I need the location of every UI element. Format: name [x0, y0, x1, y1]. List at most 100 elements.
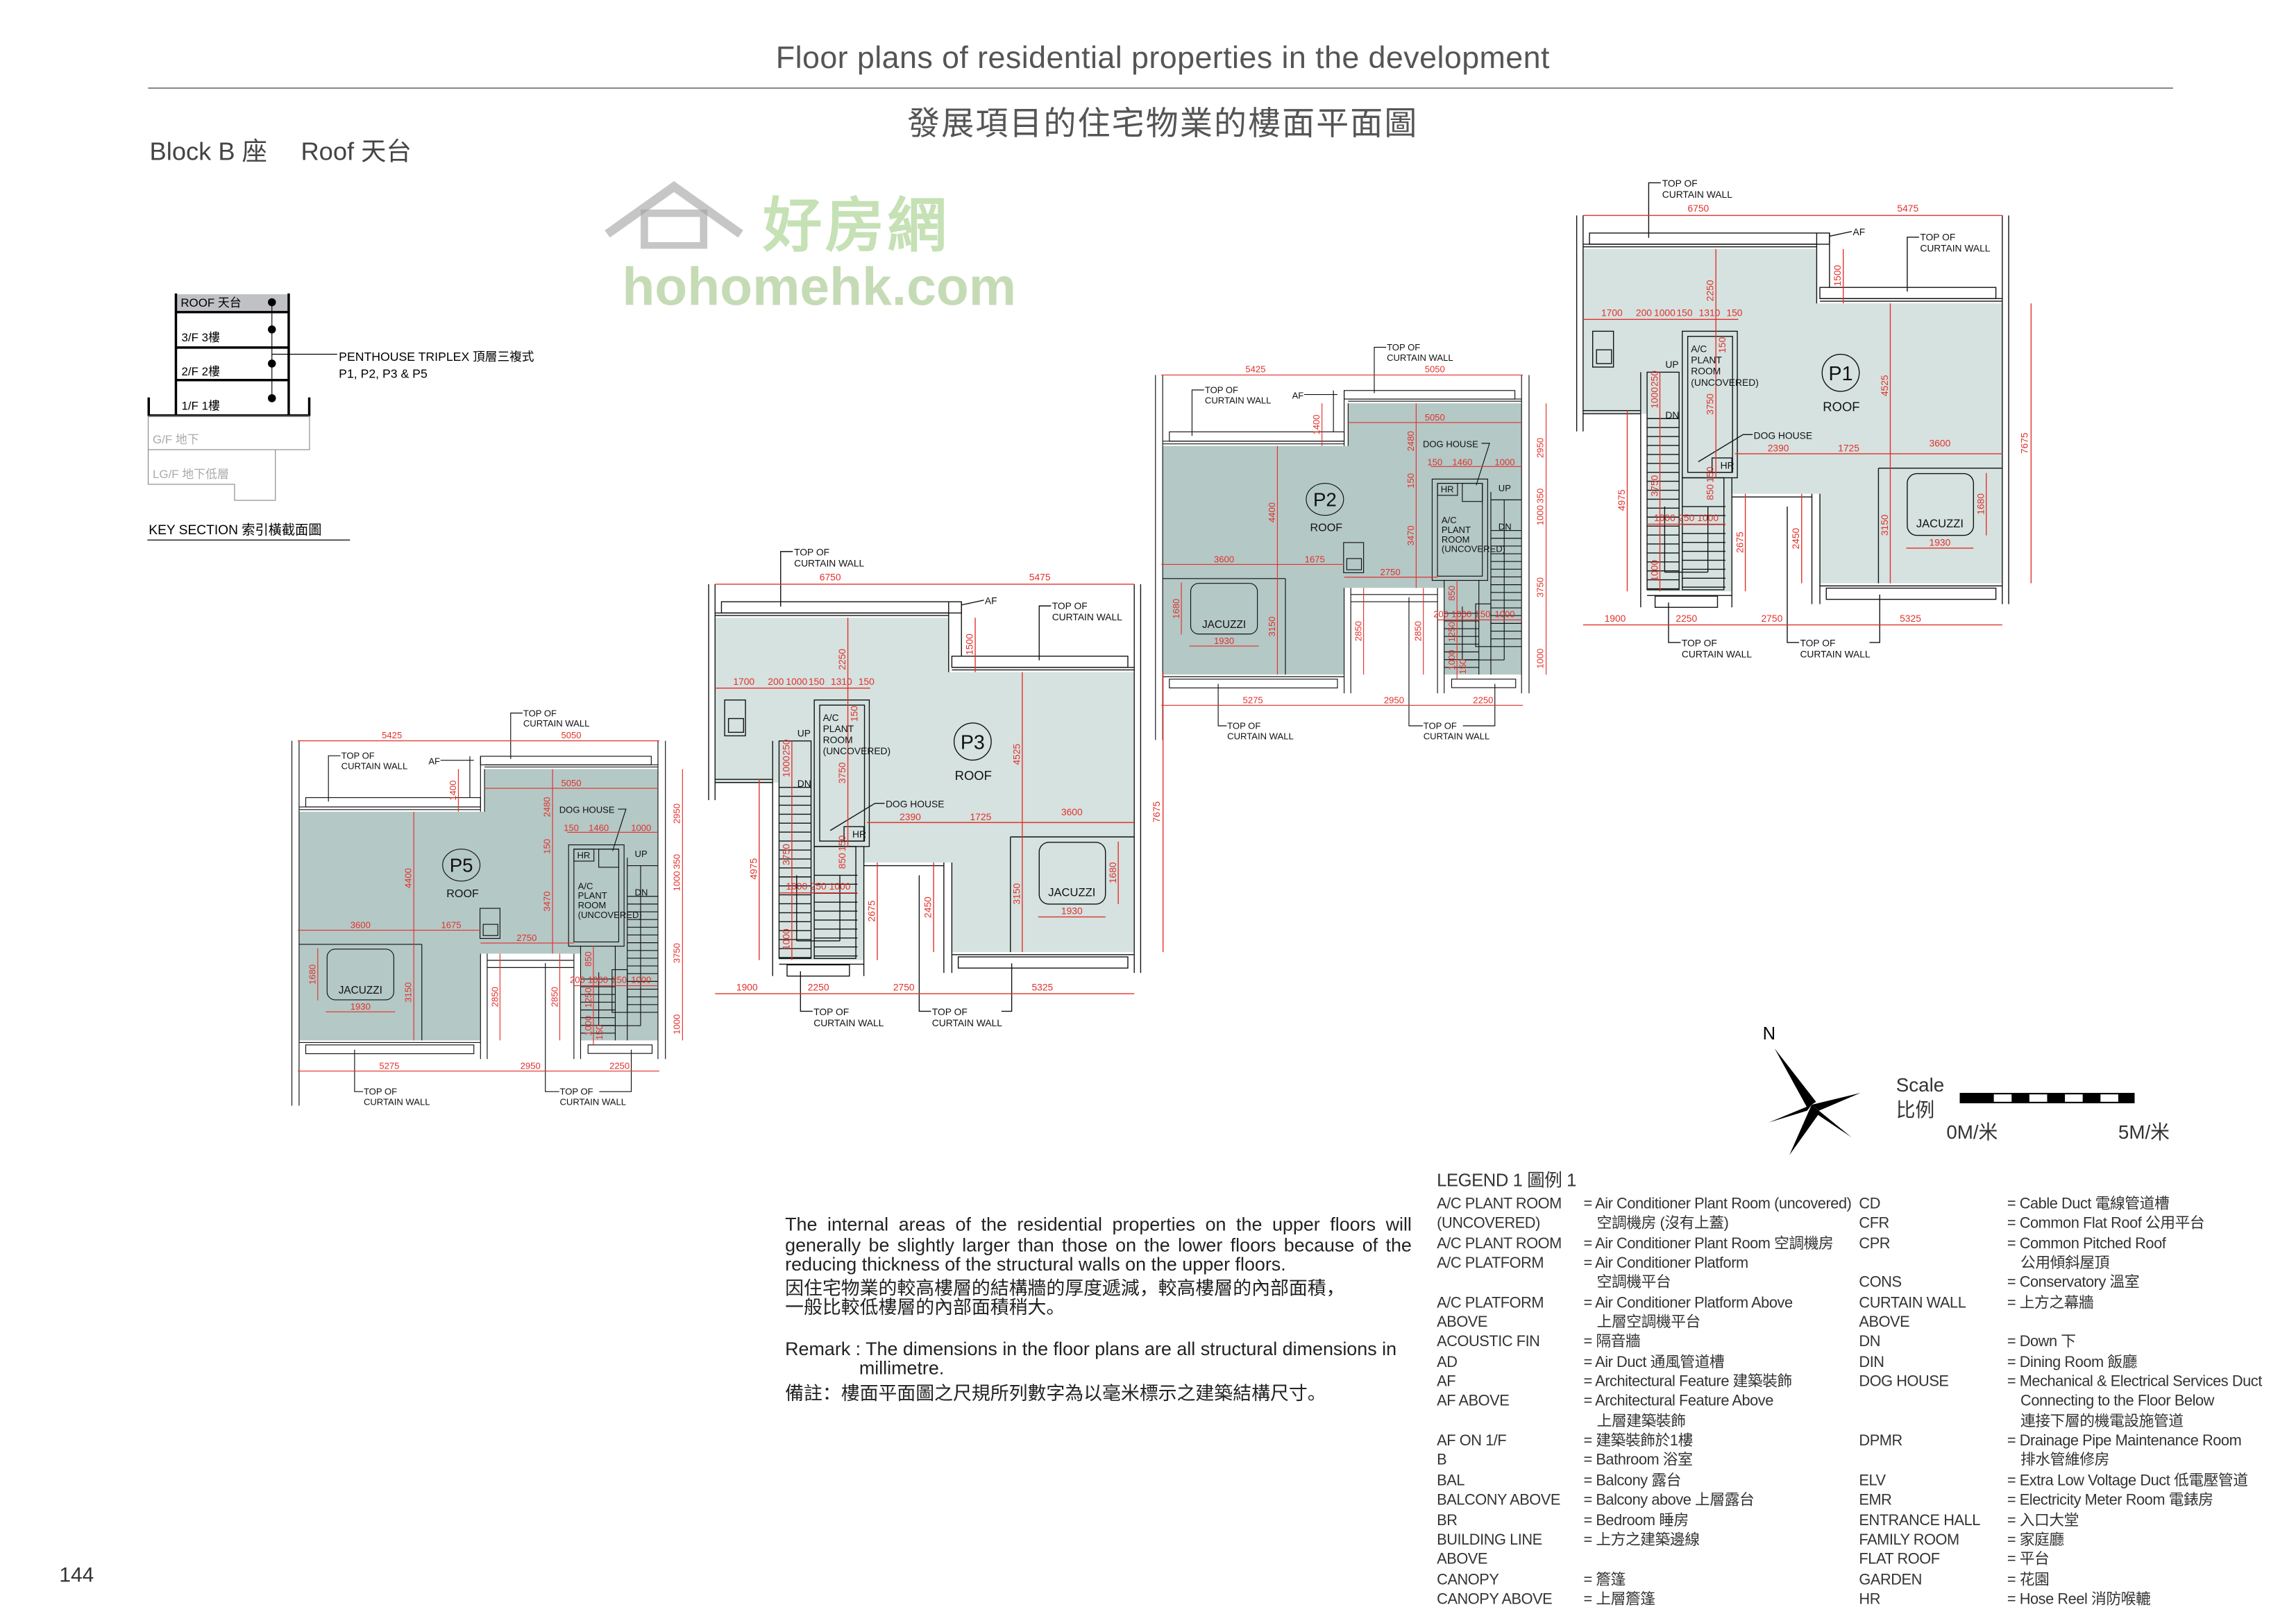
watermark-chinese: 好房網: [763, 194, 950, 260]
legend-definition-line: = Bathroom 浴室: [1583, 1453, 1693, 1470]
legend-abbr: CANOPY ABOVE: [1437, 1590, 1583, 1610]
legend-entry: FLAT ROOF= 平台: [1859, 1551, 2296, 1570]
legend-definition: = 簷篷: [1583, 1570, 1859, 1590]
ac-plant-room-label: ROOM: [823, 734, 853, 745]
block-floor-heading: Block B 座 Roof 天台: [150, 130, 439, 167]
dimension-label: 150: [1427, 457, 1442, 467]
top-of-curtain-wall-label: CURTAIN WALL: [1387, 352, 1453, 363]
legend-abbr-line: A/C PLANT ROOM: [1437, 1196, 1562, 1213]
leader-line: [918, 875, 931, 1012]
leader-line: [1374, 346, 1387, 393]
legend-entry: BALCONY ABOVE= Balcony above 上層露台: [1437, 1491, 1859, 1511]
legend-abbr: CFR: [1859, 1215, 2007, 1234]
structure-outline: [1592, 330, 1614, 368]
dimension-label: 2250: [836, 649, 847, 670]
dimension-label: 3750: [671, 943, 682, 963]
structure-outline: [1346, 558, 1362, 570]
top-of-curtain-wall-label: CURTAIN WALL: [1424, 731, 1490, 742]
structure-outline: [1431, 478, 1488, 581]
key-section: ROOF 天台 3/F 3樓 2/F 2樓 1/F 1樓 G/F 地下 LG/F…: [140, 277, 556, 551]
key-section-diagram: ROOF 天台 3/F 3樓 2/F 2樓 1/F 1樓 G/F 地下 LG/F…: [147, 293, 534, 541]
dimension-label: 3600: [1930, 437, 1951, 448]
structure-outline: [1687, 336, 1733, 473]
legend: LEGEND 1 圖例 1 A/C PLANT ROOM(UNCOVERED)=…: [1437, 1171, 2296, 1610]
legend-abbr-line: A/C PLANT ROOM: [1437, 1236, 1562, 1252]
legend-definition: = 上方之幕牆: [2007, 1294, 2296, 1334]
hose-reel-label: HR: [1721, 460, 1734, 471]
dimension-label: 4525: [1879, 375, 1890, 396]
area-label: ROOF: [955, 768, 992, 783]
legend-entry: CANOPY ABOVE= 上層簷篷: [1437, 1590, 1859, 1610]
unit-label: P5: [450, 855, 473, 876]
dimension-label: 1000: [1446, 650, 1457, 670]
legend-abbr: BUILDING LINE ABOVE: [1437, 1531, 1583, 1570]
legend-abbr-line: CURTAIN WALL ABOVE: [1859, 1295, 1966, 1332]
legend-definition: = Balcony 露台: [1583, 1472, 1859, 1491]
dog-house-label: DOG HOUSE: [559, 804, 615, 815]
dog-house-label: DOG HOUSE: [886, 799, 945, 810]
structure-outline: [568, 844, 625, 947]
dimension-label: 7675: [1151, 801, 1162, 822]
dimension-label: 5325: [1900, 613, 1921, 624]
dimension-label: 7675: [2019, 432, 2030, 454]
dimension-label: 1000: [786, 676, 807, 687]
dimension-label: 1000: [1535, 649, 1546, 669]
top-of-curtain-wall-label: TOP OF: [559, 1087, 593, 1097]
legend-abbr: CD: [1859, 1195, 2007, 1214]
top-of-curtain-wall-label: CURTAIN WALL: [1800, 649, 1870, 660]
dimension-label: 3750: [1535, 577, 1546, 597]
dimension-label: 2850: [489, 987, 500, 1007]
unit-badge-circle: [1306, 482, 1344, 516]
dimension-label: 1000: [588, 975, 608, 985]
leader-line: [1698, 434, 1753, 463]
dimension-label: 1930: [351, 1001, 371, 1012]
dimension-label: 3150: [403, 983, 414, 1003]
af-label: AF: [1853, 226, 1866, 237]
legend-definition-line: Connecting to the Floor Below: [2020, 1394, 2214, 1411]
structure-outline: [598, 849, 620, 868]
legend-abbr: GARDEN: [1859, 1570, 2007, 1590]
key-floor-lgf: LG/F 地下低層: [153, 468, 229, 481]
structure-outline: [482, 924, 498, 936]
legend-abbr-line: BUILDING LINE ABOVE: [1437, 1532, 1542, 1569]
dimension-label: 5475: [1897, 203, 1918, 214]
dimension-label: 2750: [1761, 613, 1782, 624]
dimension-label: 1680: [1107, 862, 1118, 883]
dimension-label: 5275: [1243, 695, 1263, 705]
area-label: ROOF: [1823, 400, 1859, 414]
leader-line: [1408, 597, 1423, 726]
dimension-label: 1680: [1171, 599, 1181, 619]
top-of-curtain-wall-label: TOP OF: [813, 1006, 849, 1017]
legend-entry: ACOUSTIC FIN= 隔音牆: [1437, 1334, 1859, 1353]
legend-entry: HR= Hose Reel 消防喉轆: [1859, 1590, 2296, 1610]
dimension-label: 1000: [1654, 512, 1675, 523]
dimension-label: 3470: [542, 892, 552, 912]
unit-label: P2: [1313, 489, 1337, 511]
legend-abbr-line: ENTRANCE HALL: [1859, 1513, 1980, 1529]
legend-abbr-line: AD: [1437, 1354, 1458, 1371]
dimension-remark-cont: millimetre.: [859, 1358, 945, 1379]
dimension-label: 200: [1433, 609, 1449, 620]
unit-label: P3: [961, 731, 985, 754]
dimension-label: 1500: [1832, 264, 1843, 286]
legend-abbr-line: DPMR: [1859, 1434, 1902, 1450]
dimension-label: 250: [611, 975, 627, 985]
dimension-label: 150: [594, 1025, 605, 1040]
dimension-label: 1460: [589, 823, 609, 833]
legend-entry: FAMILY ROOM= 家庭廳: [1859, 1531, 2296, 1550]
dimension-label: 150: [542, 839, 552, 854]
block-label: Block B 座: [149, 137, 267, 167]
dimension-label: 1500: [963, 634, 974, 655]
dog-house-label: DOG HOUSE: [1754, 430, 1813, 441]
ac-plant-room-label: PLANT: [1691, 354, 1722, 365]
leaders: [328, 713, 632, 1092]
legend-definition: = 上層簷篷: [1583, 1590, 1859, 1610]
legend-abbr-line: FAMILY ROOM: [1859, 1532, 1959, 1549]
dimension-label: 2750: [1381, 567, 1401, 577]
dimension-label: 3750: [781, 844, 792, 865]
